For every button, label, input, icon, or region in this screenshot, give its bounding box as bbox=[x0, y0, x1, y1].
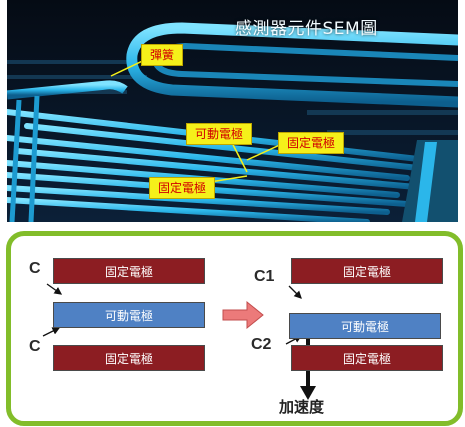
acceleration-arrow-head bbox=[300, 386, 316, 400]
label-c-bottom: C bbox=[29, 338, 41, 355]
right-fixed-electrode-bottom: 固定電極 bbox=[291, 345, 443, 371]
label-c-top: C bbox=[29, 260, 41, 277]
label-spring: 彈簧 bbox=[141, 44, 184, 66]
diagram-arrows bbox=[42, 283, 316, 400]
label-fixed-electrode-right: 固定電極 bbox=[278, 132, 345, 154]
c1-pointer bbox=[288, 285, 302, 299]
label-movable-electrode: 可動電極 bbox=[186, 123, 253, 145]
right-fixed-electrode-top: 固定電極 bbox=[291, 258, 443, 284]
left-fixed-electrode-top: 固定電極 bbox=[53, 258, 205, 284]
label-c2: C2 bbox=[251, 336, 272, 353]
c-bottom-pointer bbox=[42, 327, 61, 337]
capacitance-diagram-panel: C 固定電極 可動電極 C 固定電極 C1 固定電極 可動電極 C2 固定電極 … bbox=[6, 231, 463, 426]
c-top-pointer bbox=[46, 283, 63, 295]
left-fixed-electrode-bottom: 固定電極 bbox=[53, 345, 205, 371]
right-movable-electrode: 可動電極 bbox=[289, 313, 441, 339]
sem-micrograph bbox=[4, 0, 464, 225]
acceleration-label: 加速度 bbox=[279, 398, 325, 416]
sem-image: 感測器元件SEM圖 彈簧 可動電極 固定電極 固定電極 bbox=[4, 0, 464, 225]
transition-arrow bbox=[222, 300, 264, 330]
sem-title: 感測器元件SEM圖 bbox=[235, 19, 378, 39]
left-movable-electrode: 可動電極 bbox=[53, 302, 205, 328]
label-fixed-electrode-left: 固定電極 bbox=[149, 177, 216, 199]
label-c1: C1 bbox=[254, 268, 275, 285]
